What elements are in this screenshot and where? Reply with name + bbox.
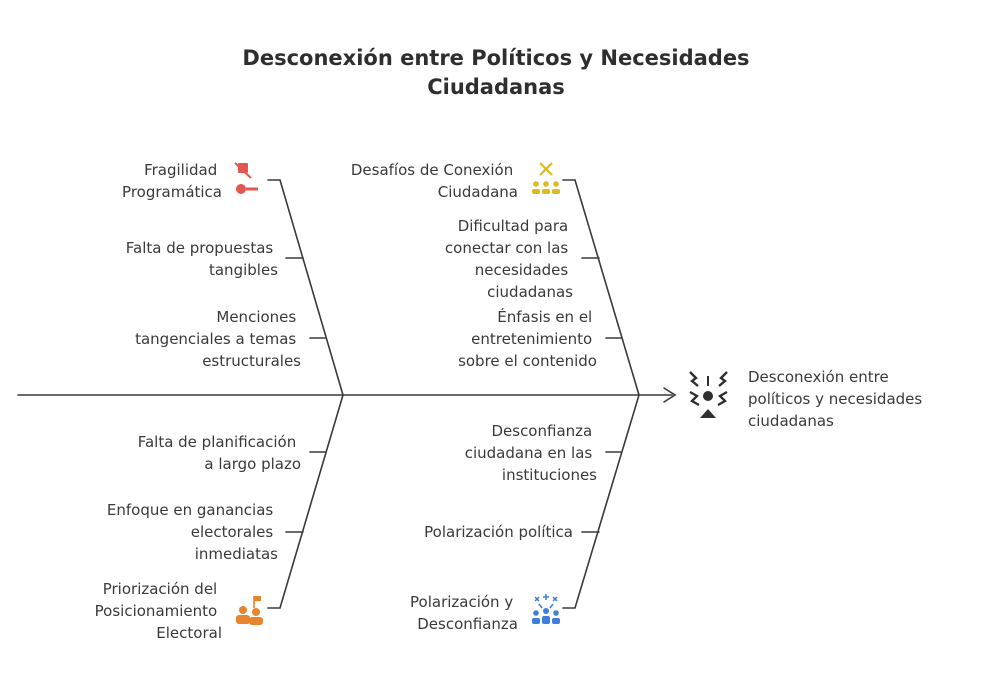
bone-desafios bbox=[562, 179, 640, 396]
cause-label: Énfasis en el entretenimiento sobre el c… bbox=[458, 307, 597, 370]
category-label: Fragilidad Programática bbox=[122, 161, 222, 201]
election-candidates-icon bbox=[236, 596, 263, 625]
cause-label: Falta de propuestas tangibles bbox=[126, 239, 278, 279]
category-label: Polarización y Desconfianza bbox=[410, 593, 518, 633]
cause-label: Polarización política bbox=[424, 523, 573, 541]
disconnected-people-icon bbox=[532, 162, 560, 194]
cause-label: Desconfianza ciudadana en las institucio… bbox=[465, 422, 597, 484]
diagram-title: Desconexión entre Políticos y Necesidade… bbox=[242, 46, 750, 99]
spine-arrowhead bbox=[663, 387, 677, 403]
cause-label: Enfoque en ganancias electorales inmedia… bbox=[107, 501, 278, 563]
bone-polarizacion bbox=[562, 394, 640, 609]
divided-group-icon bbox=[532, 594, 560, 624]
category-label: Priorización del Posicionamiento Elector… bbox=[95, 580, 222, 642]
category-priorizacion: Priorización del Posicionamiento Elector… bbox=[95, 580, 263, 642]
category-label: Desafíos de Conexión Ciudadana bbox=[351, 161, 518, 201]
cause-label: Dificultad para conectar con las necesid… bbox=[445, 217, 573, 301]
bone-priorizacion bbox=[267, 394, 344, 609]
effect-label: Desconexión entre políticos y necesidade… bbox=[748, 368, 927, 430]
category-fragilidad: Fragilidad Programática bbox=[122, 161, 258, 201]
cause-label: Falta de planificación a largo plazo bbox=[138, 433, 301, 473]
category-polarizacion: Polarización y Desconfianza bbox=[410, 593, 560, 633]
cause-label: Menciones tangenciales a temas estructur… bbox=[135, 308, 301, 370]
broken-connection-icon bbox=[689, 371, 728, 418]
bone-fragilidad bbox=[267, 179, 344, 396]
broken-microphone-icon bbox=[234, 162, 258, 194]
category-desafios: Desafíos de Conexión Ciudadana bbox=[351, 161, 560, 201]
